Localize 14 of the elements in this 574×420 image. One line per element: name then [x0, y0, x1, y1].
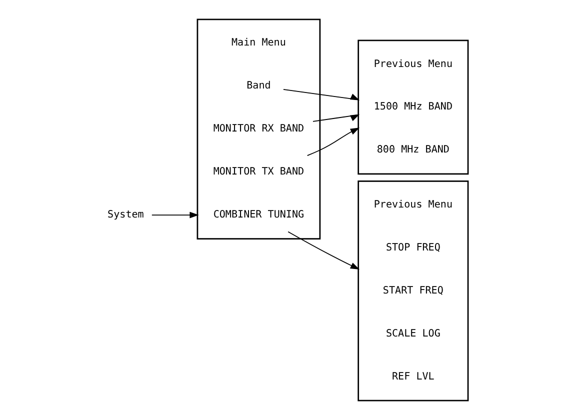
node-text: START FREQ [382, 285, 443, 296]
node-text: COMBINER TUNING [212, 210, 304, 221]
node-text: 1500 MHz BAND [373, 102, 452, 113]
node-text: SCALE LOG [385, 328, 440, 340]
node-text: REF LVL [392, 371, 434, 382]
node-text: STOP FREQ [385, 242, 440, 254]
node-text: MONITOR RX BAND [212, 124, 304, 135]
node-text: MONITOR TX BAND [212, 166, 304, 178]
node-text: Main Menu [230, 38, 286, 49]
node-text: Previous Menu [373, 58, 452, 70]
node-text: Previous Menu [373, 200, 452, 211]
node-text: System [107, 210, 144, 221]
node-text: 800 MHz BAND [376, 144, 449, 156]
node-text: Band [246, 80, 270, 92]
